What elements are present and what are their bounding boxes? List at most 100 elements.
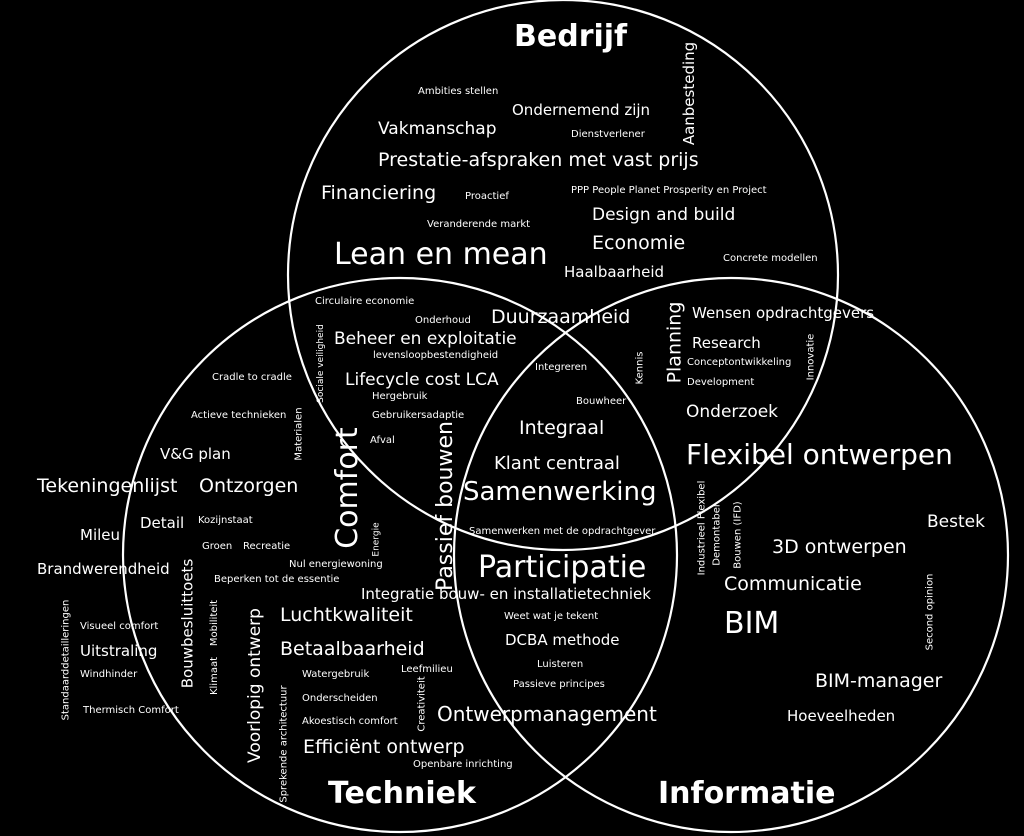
term: Demontabel: [711, 504, 723, 566]
term: Detail: [140, 514, 185, 532]
term: Financiering: [321, 182, 437, 204]
term: Bouwbesluittoets: [178, 558, 197, 689]
term: Bestek: [927, 512, 985, 532]
term: Hergebruik: [372, 391, 428, 402]
term: Passieve principes: [513, 679, 605, 690]
term: Lifecycle cost LCA: [345, 370, 499, 390]
term: Research: [692, 334, 761, 352]
term: Afval: [370, 435, 395, 446]
term: Onderscheiden: [302, 693, 378, 704]
term: Recreatie: [243, 541, 291, 552]
term: Visueel comfort: [80, 621, 159, 632]
term: Luchtkwaliteit: [280, 604, 413, 626]
term: levensloopbestendigheid: [373, 350, 499, 361]
term: Integratie bouw- en installatietechniek: [361, 585, 651, 603]
term: Sprekende architectuur: [278, 685, 290, 803]
term: Ambities stellen: [418, 86, 499, 97]
term: Kozijnstaat: [198, 515, 253, 526]
term: Beheer en exploitatie: [334, 329, 517, 349]
term: Mobiliteit: [209, 599, 221, 647]
term: Vakmanschap: [378, 119, 497, 139]
term: Efficiënt ontwerp: [303, 736, 465, 758]
circle-informatie: [452, 276, 1010, 834]
term: DCBA methode: [505, 631, 620, 649]
term: Onderzoek: [686, 402, 779, 422]
term: Participatie: [478, 550, 647, 585]
label-techniek: Techniek: [328, 776, 476, 811]
term: Creativiteit: [416, 676, 428, 732]
term: BIM: [724, 606, 780, 641]
term: Watergebruik: [302, 669, 370, 680]
label-bedrijf: Bedrijf: [514, 19, 628, 54]
term: Passief bouwen: [432, 421, 458, 591]
term: Thermisch Comfort: [83, 705, 179, 716]
term: Second opinion: [924, 573, 936, 651]
term: Design and build: [592, 205, 736, 225]
term: Innovatie: [805, 333, 817, 381]
term: Beperken tot de essentie: [214, 574, 340, 585]
term: Conceptontwikkeling: [687, 357, 792, 368]
term: Samenwerking: [463, 477, 657, 507]
term: Communicatie: [724, 573, 862, 595]
term: Samenwerken met de opdrachtgever: [469, 526, 656, 537]
term: Haalbaarheid: [564, 263, 665, 281]
term: Dienstverlener: [571, 129, 645, 140]
term: Voorlopig ontwerp: [244, 608, 265, 763]
term: Ontzorgen: [199, 475, 299, 497]
term: Gebruikersadaptie: [372, 410, 465, 421]
term: Concrete modellen: [723, 253, 818, 264]
term: Klant centraal: [494, 453, 620, 474]
term: Veranderende markt: [427, 219, 531, 230]
term: Windhinder: [80, 669, 138, 680]
term: Ondernemend zijn: [512, 101, 651, 119]
term: Weet wat je tekent: [504, 611, 599, 622]
term: Tekeningenlijst: [37, 475, 178, 497]
term: Akoestisch comfort: [302, 716, 398, 727]
term: Planning: [663, 301, 686, 384]
term: Uitstraling: [80, 642, 158, 660]
term: Nul energiewoning: [289, 559, 383, 570]
term: Klimaat: [209, 656, 221, 696]
term: Lean en mean: [334, 237, 548, 272]
label-informatie: Informatie: [658, 776, 836, 811]
term: Circulaire economie: [315, 296, 415, 307]
term: V&G plan: [160, 445, 231, 463]
term: Mileu: [80, 526, 121, 544]
term: Ontwerpmanagement: [437, 702, 657, 726]
term: Standaarddetailleringen: [60, 599, 72, 721]
term: Materialen: [293, 407, 305, 461]
term: Proactief: [465, 191, 509, 202]
term: Bouwheer: [576, 396, 627, 407]
term: Kennis: [634, 351, 646, 385]
term: Integreren: [535, 362, 588, 373]
term: Comfort: [329, 427, 365, 549]
term: Sociale veiligheid: [315, 324, 326, 403]
term: Onderhoud: [415, 315, 471, 326]
term: Economie: [592, 232, 686, 254]
term: Energie: [371, 522, 382, 557]
term: BIM-manager: [815, 670, 943, 692]
term: Wensen opdrachtgevers: [692, 304, 875, 322]
term: Hoeveelheden: [787, 707, 896, 725]
term: Openbare inrichting: [413, 759, 513, 770]
term: Industrieel Flexibel: [696, 480, 708, 576]
term: Groen: [202, 541, 233, 552]
term: Prestatie-afspraken met vast prijs: [378, 149, 699, 171]
term: Bouwen (IFD): [732, 501, 744, 569]
term: Brandwerendheid: [37, 560, 170, 578]
circle-techniek: [121, 276, 679, 834]
term: Integraal: [519, 417, 605, 439]
circle-bedrijf: [286, 0, 840, 552]
term: Leefmilieu: [401, 664, 453, 675]
term: PPP People Planet Prosperity en Project: [571, 185, 767, 196]
term: 3D ontwerpen: [772, 536, 907, 558]
term: Flexibel ontwerpen: [686, 438, 953, 471]
term: Cradle to cradle: [212, 372, 292, 383]
term: Duurzaamheid: [491, 306, 631, 328]
term: Betaalbaarheid: [280, 638, 425, 660]
term: Development: [687, 377, 755, 388]
term: Actieve technieken: [191, 410, 287, 421]
term: Luisteren: [537, 659, 584, 670]
